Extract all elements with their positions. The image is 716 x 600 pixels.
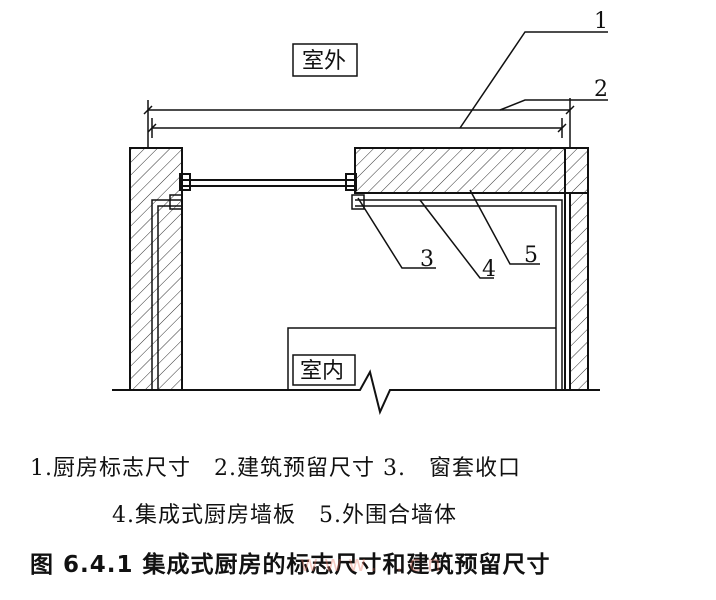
outside-label-box [292, 43, 358, 77]
callout-5: 5 [524, 243, 538, 268]
outside-label: 室外 [302, 49, 346, 74]
callout-3: 3 [420, 247, 434, 272]
kitchen-wall-panel [151, 199, 563, 390]
callout-1: 1 [594, 9, 608, 34]
callout-2: 2 [594, 77, 608, 102]
ground-line [112, 369, 600, 416]
kitchen-plan-diagram: 室外 室内 1 2 3 4 5 [112, 9, 608, 416]
figure-caption: 图 6.4.1 集成式厨房的标志尺寸和建筑预留尺寸 [30, 552, 551, 578]
window-frame [169, 173, 365, 210]
callout-4: 4 [482, 257, 496, 282]
outer-enclosure-wall [129, 147, 589, 391]
indoor-label: 室内 [300, 359, 344, 384]
indoor-label-frame [287, 327, 556, 390]
legend-line-2: 4.集成式厨房墙板 5.外围合墙体 [112, 503, 457, 528]
leader-lines [357, 31, 608, 279]
dimension-line-reserved [143, 98, 575, 148]
indoor-label-box [292, 354, 356, 386]
legend-line-1: 1.厨房标志尺寸 2.建筑预留尺寸 3. 窗套收口 [30, 456, 521, 481]
watermark: www. .cn [300, 552, 447, 577]
dimension-line-kitchen [147, 118, 567, 138]
